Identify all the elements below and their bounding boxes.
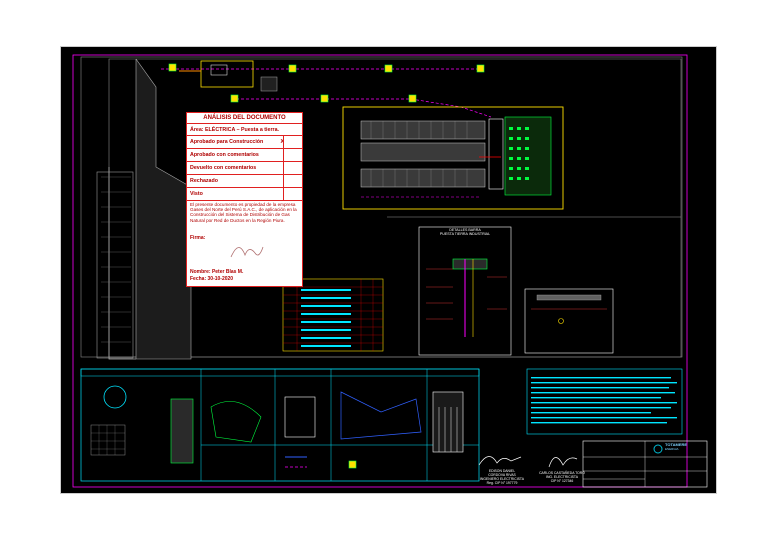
- stamp-row-label: Aprobado para Construcción: [190, 139, 264, 145]
- company-logo: TOTAMERE ENERGIA: [665, 442, 688, 452]
- stamp-row-returned-comments: Devuelto con comentarios: [187, 161, 302, 174]
- signature-title: INGENIERO ELECTRICISTA: [479, 477, 525, 481]
- logo-name: TOTAMERE: [665, 442, 688, 447]
- signature-name: EDISON DANIEL: [488, 469, 516, 473]
- stamp-name: Nombre: Peter Blas M.: [190, 269, 244, 275]
- stamp-heading: ANÁLISIS DEL DOCUMENTO: [203, 115, 286, 121]
- detail-bar-title: DETALLES BARRA PUESTA TIERRA INDUSTRIAL: [422, 228, 508, 236]
- engineer-signature-block-1: EDISON DANIEL CORDOVA RIVAS INGENIERO EL…: [473, 469, 531, 485]
- stamp-ownership-note: El presente documento es propiedad de la…: [187, 200, 302, 234]
- stamp-row-label: Aprobado con comentarios: [190, 152, 259, 158]
- stamp-area: Área: ELÉCTRICA – Puesta a tierra.: [187, 123, 302, 135]
- detail-bar-title-line2: PUESTA TIERRA INDUSTRIAL: [439, 232, 491, 237]
- stamp-row-rejected: Rechazado: [187, 174, 302, 187]
- stamp-row-label: Visto: [190, 191, 203, 197]
- stamp-row-label: Rechazado: [190, 178, 218, 184]
- drawing-sheet: ANÁLISIS DEL DOCUMENTO Área: ELÉCTRICA –…: [60, 46, 717, 494]
- stamp-row-seen: Visto: [187, 187, 302, 200]
- signature-name: CARLOS CASTAÑEDA TORO: [539, 471, 585, 475]
- stamp-row-approved-comments: Aprobado con comentarios: [187, 148, 302, 161]
- signature-surname: CORDOVA RIVAS: [488, 473, 516, 477]
- stamp-row-approved-construction: Aprobado para Construcción X: [187, 135, 302, 148]
- signature-title: ING. ELECTRICISTA: [546, 475, 578, 479]
- stamp-date: Fecha: 30-10-2020: [190, 276, 234, 282]
- document-review-stamp: ANÁLISIS DEL DOCUMENTO Área: ELÉCTRICA –…: [186, 112, 303, 287]
- handwritten-signature: [230, 246, 264, 258]
- engineer-signature-block-2: CARLOS CASTAÑEDA TORO ING. ELECTRICISTA …: [537, 471, 587, 483]
- signature-registration: CIP N° 127346: [550, 479, 574, 483]
- cad-plan-drawing: [72, 54, 708, 488]
- logo-subtitle: ENERGIA: [665, 447, 679, 452]
- stamp-signature-label: Firma:: [190, 235, 206, 241]
- detail-bar-title-line1: DETALLES BARRA: [449, 228, 481, 232]
- stamp-divider: [283, 135, 284, 200]
- stamp-check-mark: X: [280, 139, 284, 145]
- stamp-row-label: Devuelto con comentarios: [190, 165, 257, 171]
- signature-registration: Reg. CIP N° 197779: [486, 481, 518, 485]
